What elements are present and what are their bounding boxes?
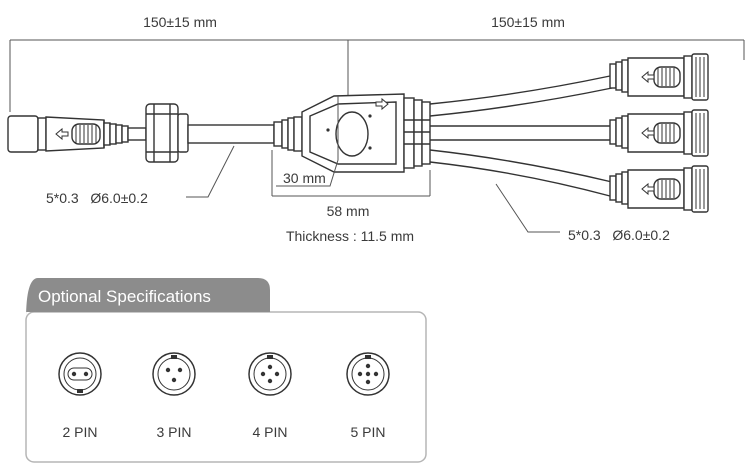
right-length-label: 150±15 mm [491,14,565,30]
right-connector-3 [609,165,709,213]
left-cable-spec: 5*0.3 Ø6.0±0.2 [46,190,148,206]
splitter-dots [326,114,372,150]
optional-specifications-title: Optional Specifications [38,287,211,306]
top-dimension-lines [9,39,745,112]
arrow-icon-2 [641,126,655,140]
inner-width-label: 30 mm [283,170,326,186]
right-connector-threads [657,57,705,209]
coupling-nut [145,103,189,163]
pin-4-diagram [248,352,292,396]
left-grip-pattern [75,125,97,143]
splitter-boot-right [403,97,431,169]
body-length-label: 58 mm [327,203,370,219]
left-short-cable [127,127,147,141]
right-connector-1 [609,53,709,101]
branch-cables [429,75,614,197]
right-connector-2 [609,109,709,157]
thickness-label: Thickness : 11.5 mm [286,228,414,244]
lower-dimension-lines [186,96,560,233]
pin-2-diagram [58,352,102,396]
splitter-boot-left [273,116,303,152]
pin-2-label: 2 PIN [62,424,97,440]
arrow-icon-1 [641,70,655,84]
optional-specifications-panel: Optional Specifications [25,278,427,463]
pin-5-diagram [346,352,390,396]
left-length-label: 150±15 mm [143,14,217,30]
pin-3-label: 3 PIN [156,424,191,440]
right-arrow-icons [641,70,655,196]
pin-4-label: 4 PIN [252,424,287,440]
splitter-arrow-icon [375,97,389,111]
right-cable-spec: 5*0.3 Ø6.0±0.2 [568,227,670,243]
splitter-body [301,93,405,173]
left-connector [7,115,129,153]
pin-5-label: 5 PIN [350,424,385,440]
left-cable [187,124,275,144]
arrow-icon-3 [641,182,655,196]
pin-3-diagram [152,352,196,396]
left-arrow-icon [55,127,69,141]
